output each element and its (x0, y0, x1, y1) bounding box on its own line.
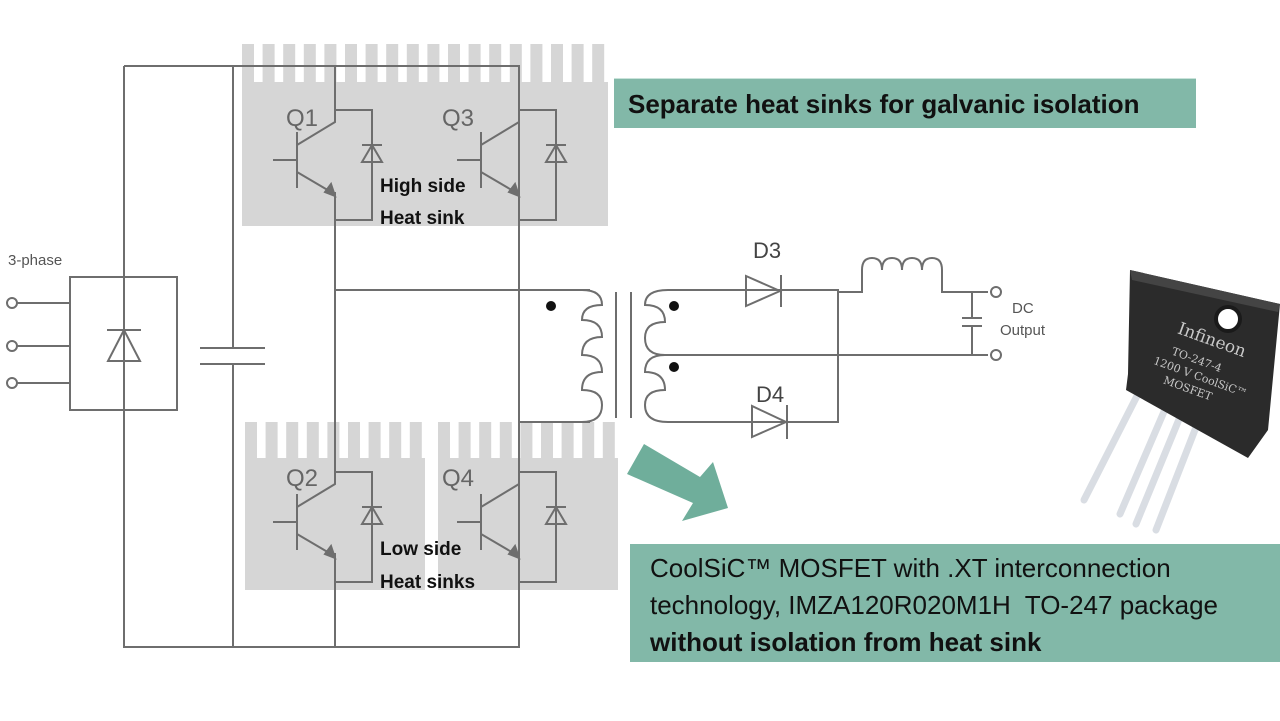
heat-sink-fin (327, 422, 340, 459)
low-side-label-2: Heat sinks (380, 572, 476, 593)
heat-sink-fin (592, 44, 605, 83)
label-d4: D4 (756, 382, 785, 407)
heat-sink-fin (365, 44, 378, 83)
heat-sink-fin (386, 44, 399, 83)
package-leads (1080, 390, 1204, 534)
input-label: 3-phase (8, 252, 63, 269)
output-capacitor (962, 292, 982, 355)
transformer (546, 289, 838, 423)
isolation-banner: Separate heat sinks for galvanic isolati… (614, 78, 1196, 128)
callout-line-1: CoolSiC™ MOSFET with .XT interconnection (650, 553, 1171, 583)
low-side-label-1: Low side (380, 539, 462, 560)
switch-q3 (457, 86, 568, 222)
heat-sink-fin (242, 44, 254, 83)
switch-q2 (273, 448, 384, 584)
heat-sink-fin (348, 422, 360, 459)
high-side-heat-sink (242, 44, 608, 226)
heat-sink-fin (286, 422, 299, 459)
heat-sink-fin (520, 422, 533, 459)
switch-q1 (273, 86, 384, 222)
diode-d3 (745, 274, 783, 308)
low-side-heat-sink-q4 (438, 422, 618, 590)
rectifier-diode-symbol (106, 277, 142, 410)
heat-sink-fin (602, 422, 615, 459)
heat-sink-fin (541, 422, 553, 459)
heat-sink-fin (582, 422, 595, 459)
label-q3: Q3 (442, 105, 475, 132)
heat-sink-fin (368, 422, 381, 459)
label-d3: D3 (753, 238, 782, 263)
heat-sink-fin (324, 44, 337, 83)
heat-sink-fin (438, 422, 450, 459)
callout-line-2: technology, IMZA120R020M1H TO-247 packag… (650, 590, 1218, 620)
isolation-banner-text: Separate heat sinks for galvanic isolati… (628, 89, 1140, 119)
heat-sink-base (438, 458, 618, 590)
heat-sink-fin (479, 422, 492, 459)
heat-sink-fin (530, 44, 543, 83)
heat-sink-fin (406, 44, 419, 83)
output-label-output: Output (1000, 322, 1046, 339)
heat-sink-base (242, 82, 608, 226)
heat-sink-fin (303, 44, 316, 83)
heat-sink-fin (458, 422, 471, 459)
high-side-label-1: High side (380, 176, 466, 197)
output-inductor (838, 256, 988, 293)
heat-sink-fin (551, 44, 563, 83)
output-label-dc: DC (1012, 300, 1034, 317)
label-q4: Q4 (442, 465, 475, 492)
heat-sink-fin (265, 422, 278, 459)
label-q2: Q2 (286, 465, 319, 492)
mounting-hole (1214, 305, 1242, 333)
heat-sink-fin (427, 44, 440, 83)
heat-sink-fin (389, 422, 402, 459)
label-q1: Q1 (286, 105, 319, 132)
heat-sink-fin (468, 44, 481, 83)
heat-sink-fin (306, 422, 319, 459)
high-side-label-2: Heat sink (380, 208, 465, 229)
mosfet-package-image: Infineon TO-247-4 1200 V CoolSiC™ MOSFET (1080, 270, 1280, 534)
heat-sink-fin (499, 422, 512, 459)
heat-sink-fin (561, 422, 574, 459)
heat-sink-fin (283, 44, 296, 83)
diode-d4 (751, 404, 789, 439)
product-callout: CoolSiC™ MOSFET with .XT interconnection… (630, 544, 1280, 662)
heat-sink-fin (262, 44, 275, 83)
switch-q4 (457, 448, 568, 584)
heat-sink-fin (489, 44, 502, 83)
dc-link-capacitor (200, 347, 265, 365)
heat-sink-fin (409, 422, 422, 459)
heat-sink-fin (448, 44, 460, 83)
callout-arrow (627, 444, 728, 521)
heat-sink-fin (571, 44, 584, 83)
callout-line-3: without isolation from heat sink (650, 627, 1042, 657)
heat-sink-fin (245, 422, 257, 459)
heat-sink-fin (345, 44, 357, 83)
